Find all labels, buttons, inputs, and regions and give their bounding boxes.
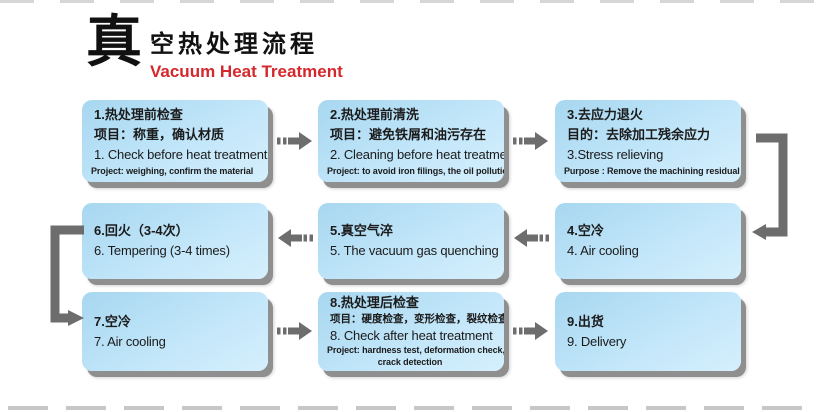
arrow-right-icon — [277, 130, 313, 152]
step-line-cn: 4.空冷 — [567, 223, 604, 238]
flow-step-3-stress-relieving: 3.去应力退火 目的：去除加工残余应力 3.Stress relieving P… — [555, 100, 741, 182]
step-line-cn: 目的：去除加工残余应力 — [567, 126, 711, 142]
step-line-en: 3.Stress relieving — [567, 146, 664, 162]
connector-down-right-icon — [50, 225, 84, 326]
step-line-cn: 6.回火（3-4次） — [94, 223, 189, 238]
step-line-cn: 7.空冷 — [94, 313, 131, 329]
step-line-cn: 2.热处理前清洗 — [330, 106, 419, 122]
arrow-left-icon — [513, 227, 549, 249]
arrow-right-icon — [277, 320, 313, 342]
step-line-en-small: Project: weighing, confirm the material — [91, 165, 254, 176]
step-line-cn: 8.热处理后检查 — [330, 295, 419, 310]
step-line-en: 1. Check before heat treatment — [94, 146, 268, 162]
title-big-char: 真 — [86, 10, 142, 73]
step-line-en: 2. Cleaning before heat treatment — [330, 146, 504, 162]
flow-step-9-delivery: 9.出货 9. Delivery — [555, 292, 741, 371]
step-line-cn: 项目：避免铁屑和油污存在 — [330, 126, 487, 142]
arrow-left-icon — [277, 227, 313, 249]
flow-step-2-cleaning-before: 2.热处理前清洗 项目：避免铁屑和油污存在 2. Cleaning before… — [318, 100, 504, 182]
arrow-right-icon — [513, 320, 549, 342]
top-dashed-border — [0, 0, 820, 3]
page-title-en: Vacuum Heat Treatment — [150, 62, 343, 81]
step-line-cn: 项目：硬度检查，变形检查，裂纹检查 — [330, 313, 504, 325]
bottom-dashed-border — [0, 406, 820, 410]
step-line-en: 9. Delivery — [567, 333, 627, 349]
step-line-en: 7. Air cooling — [94, 333, 166, 349]
flow-step-7-air-cooling: 7.空冷 7. Air cooling — [82, 292, 268, 371]
step-line-cn: 9.出货 — [567, 313, 604, 329]
page-title-cn: 空热处理流程 — [150, 31, 318, 58]
flow-step-8-check-after: 8.热处理后检查 项目：硬度检查，变形检查，裂纹检查 8. Check afte… — [318, 292, 504, 371]
flow-step-4-air-cooling: 4.空冷 4. Air cooling — [555, 203, 741, 279]
step-line-en: 8. Check after heat treatment — [330, 328, 493, 343]
step-line-en-small: crack detection — [377, 357, 443, 367]
step-line-en: 4. Air cooling — [567, 243, 639, 258]
step-line-cn: 3.去应力退火 — [567, 106, 643, 122]
flow-step-5-vacuum-gas-quenching: 5.真空气淬 5. The vacuum gas quenching — [318, 203, 504, 279]
flow-step-6-tempering: 6.回火（3-4次） 6. Tempering (3-4 times) — [82, 203, 268, 279]
step-line-en: 6. Tempering (3-4 times) — [94, 243, 230, 258]
step-line-en-small: Purpose : Remove the machining residual … — [564, 165, 741, 176]
title-text-column: 空热处理流程 Vacuum Heat Treatment — [150, 12, 343, 82]
step-line-en-small: Project: hardness test, deformation chec… — [327, 345, 504, 355]
step-line-cn: 1.热处理前检查 — [94, 106, 183, 122]
arrow-right-icon — [513, 130, 549, 152]
step-line-en-small: Project: to avoid iron filings, the oil … — [327, 165, 504, 176]
title-block: 真 空热处理流程 Vacuum Heat Treatment — [86, 12, 343, 82]
step-line-cn: 项目：称重，确认材质 — [94, 126, 225, 142]
step-line-cn: 5.真空气淬 — [330, 223, 393, 238]
flow-step-1-check-before: 1.热处理前检查 项目：称重，确认材质 1. Check before heat… — [82, 100, 268, 182]
connector-down-left-icon — [752, 133, 788, 240]
step-line-en: 5. The vacuum gas quenching — [330, 243, 499, 258]
